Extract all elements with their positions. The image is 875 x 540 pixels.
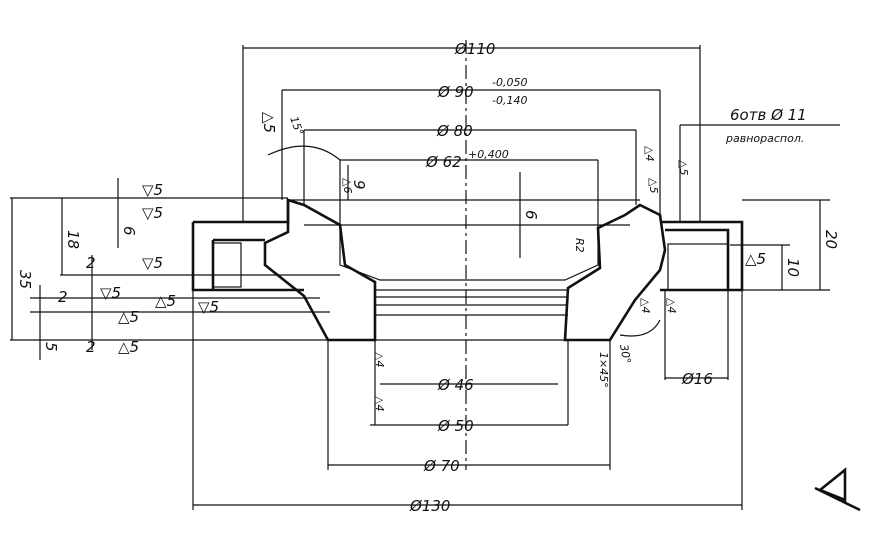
finish-mark: ▽5	[198, 298, 219, 316]
part-section	[191, 40, 744, 470]
dim-h6: 6	[120, 226, 138, 236]
section-view-arrow	[814, 467, 861, 512]
dim-d16: Ø16	[681, 370, 713, 388]
dim-angle15: 15°	[287, 115, 306, 138]
dim-d62: Ø 62	[425, 153, 462, 171]
surface-finish-marks: ▽5 ▽5 ▽5 ▽5 ▽5 △5 △5 △5 △5 △5 △5 △4 △4 △…	[100, 112, 766, 411]
finish-mark: △5	[260, 112, 278, 133]
finish-mark: ▽5	[142, 204, 163, 222]
dim-h18: 18	[64, 230, 82, 249]
finish-mark: ▽5	[142, 181, 163, 199]
bore-lines	[328, 289, 610, 341]
finish-mark: ▽5	[142, 254, 163, 272]
dim-d110: Ø110	[454, 40, 495, 58]
left-bolt-hole	[212, 242, 242, 288]
upper-bore	[281, 90, 661, 228]
dim-d62-tol: +0,400	[468, 148, 509, 161]
dim-h6b: 6	[522, 210, 540, 220]
dim-d80: Ø 80	[436, 122, 473, 140]
dim-d90: Ø 90	[437, 83, 474, 101]
dim-h2a: 2	[86, 254, 96, 272]
holes-note-line2: равнораспол.	[725, 132, 804, 145]
finish-mark: ▽5	[100, 284, 121, 302]
dim-d70: Ø 70	[423, 457, 460, 475]
dim-d130: Ø130	[409, 497, 450, 515]
dim-d90-tol-upper: -0,050	[492, 76, 527, 89]
finish-mark: △5	[677, 160, 690, 175]
left-flange	[191, 200, 304, 292]
finish-mark: △4	[373, 396, 386, 411]
dimension-labels: Ø110 Ø 90 -0,050 -0,140 Ø 80 Ø 62 +0,400…	[16, 40, 840, 515]
finish-mark: △5	[647, 178, 660, 193]
finish-mark: △4	[373, 352, 386, 367]
finish-mark: △4	[639, 298, 652, 313]
dim-h10: 10	[784, 258, 802, 277]
dim-h2b: 2	[58, 288, 68, 306]
dim-h2c: 2	[86, 338, 96, 356]
finish-mark: △5	[745, 250, 766, 268]
dim-radius: R2	[573, 238, 586, 253]
dim-d50: Ø 50	[437, 417, 474, 435]
dim-h35: 35	[16, 270, 34, 289]
right-bolt-hole	[667, 243, 729, 291]
dim-h9: 9	[350, 180, 368, 190]
finish-mark: △5	[118, 308, 139, 326]
dim-h20: 20	[822, 230, 840, 249]
finish-mark: △5	[155, 292, 176, 310]
dim-d90-tol-lower: -0,140	[492, 94, 527, 107]
top-rim	[288, 199, 640, 281]
holes-note-line1: 6отв Ø 11	[730, 106, 807, 124]
finish-mark: △5	[118, 338, 139, 356]
right-flange	[660, 220, 744, 292]
finish-mark: △6	[341, 178, 354, 193]
dim-angle30: 30°	[617, 343, 633, 364]
dimension-lines	[10, 45, 861, 512]
finish-mark: △4	[665, 298, 678, 313]
dim-chamfer: 1×45°	[597, 352, 610, 388]
dim-h5: 5	[42, 342, 60, 352]
finish-mark: △4	[643, 146, 656, 161]
dim-d46: Ø 46	[437, 376, 474, 394]
